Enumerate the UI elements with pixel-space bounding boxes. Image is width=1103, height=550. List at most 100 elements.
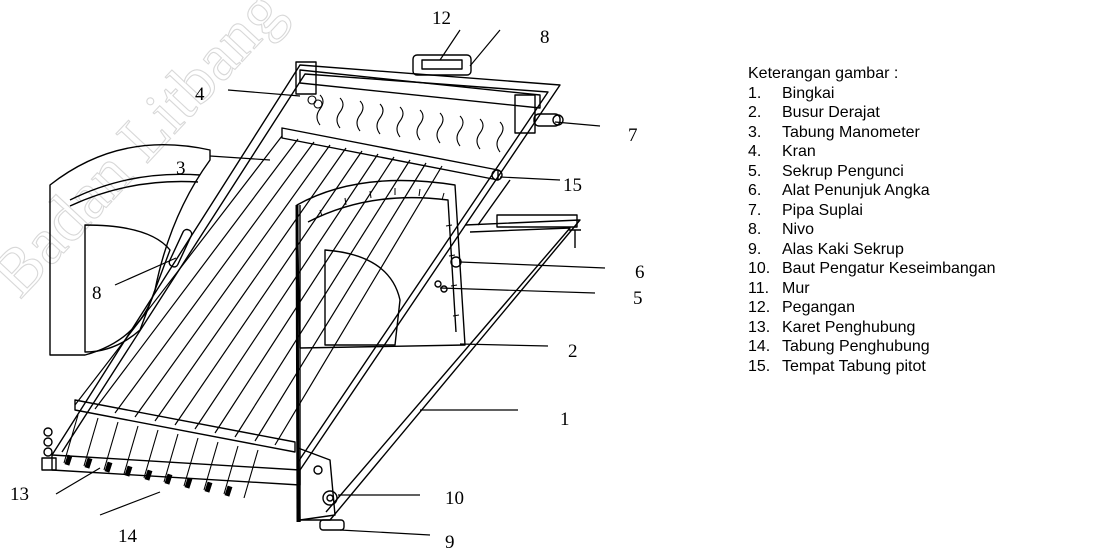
level-left	[168, 228, 193, 268]
legend-item-number: 7.	[748, 201, 762, 219]
connector-tubes	[63, 414, 259, 499]
legend-item-number: 11.	[748, 279, 770, 297]
callout-13: 13	[10, 484, 29, 505]
left-plate-arc-inner	[69, 180, 199, 207]
legend-item-label: Busur Derajat	[782, 104, 880, 121]
balance-bolt	[322, 490, 338, 506]
callout-2: 2	[568, 341, 578, 362]
level-bolt	[569, 229, 581, 248]
foot-bolt	[313, 465, 323, 475]
left-bottom-fittings	[41, 427, 57, 471]
top-bar	[299, 69, 541, 109]
callout-14: 14	[118, 526, 138, 547]
rubber-connectors	[64, 454, 233, 497]
legend-item-label: Alas Kaki Sekrup	[782, 240, 904, 258]
legend-item: 5. Sekrup Pengunci	[748, 162, 995, 182]
top-bar-right-block	[514, 94, 536, 134]
lock-screw-a	[434, 280, 442, 288]
legend-item-number: 3.	[748, 123, 762, 141]
legend-item: 4. Kran	[748, 142, 995, 162]
legend-item-number: 5.	[748, 162, 762, 180]
legend-item-label: Bingkai	[782, 84, 835, 102]
balance-bolt-inner	[326, 494, 334, 502]
leader-lines	[55, 29, 606, 536]
legend-item-number: 6.	[748, 182, 762, 199]
legend-item-number: 12.	[748, 299, 771, 316]
callout-7: 7	[628, 125, 638, 146]
protractor	[296, 179, 466, 349]
supply-pipe	[533, 113, 561, 127]
callout-5: 5	[633, 288, 643, 309]
legend-item-label: Tabung Manometer	[782, 123, 920, 141]
legend-item-number: 2.	[748, 104, 762, 121]
legend-item: 3. Tabung Manometer	[748, 123, 995, 143]
legend-item-label: Tempat Tabung pitot	[782, 357, 926, 375]
legend-item-label: Tabung Penghubung	[782, 338, 930, 355]
legend-item-number: 14.	[748, 338, 771, 355]
callout-4: 4	[195, 84, 205, 105]
callout-3: 3	[176, 158, 186, 179]
top-bar-left-block	[295, 61, 317, 95]
protractor-edge-thick	[295, 204, 300, 523]
legend-item-label: Baut Pengatur Keseimbangan	[782, 260, 996, 277]
legend: Keterangan gambar : 1. Bingkai 2. Busur De…	[748, 64, 995, 376]
legend-item: 7. Pipa Suplai	[748, 201, 995, 221]
legend-item: 10. Baut Pengatur Keseimbangan	[748, 259, 995, 279]
callout-15: 15	[563, 175, 582, 196]
frame-outline	[51, 64, 561, 471]
callout-6: 6	[635, 262, 645, 283]
left-plate-arc	[69, 173, 201, 201]
callout-8-left: 8	[92, 283, 102, 304]
manometer-tubes	[74, 135, 443, 446]
valve-row	[307, 94, 504, 153]
legend-item: 9. Alas Kaki Sekrup	[748, 240, 995, 260]
protractor-scale-arc	[307, 196, 457, 333]
pitot-holder-bar	[281, 127, 499, 181]
legend-item: 11. Mur	[748, 279, 995, 299]
legend-item-number: 15.	[748, 357, 771, 375]
legend-item: 2. Busur Derajat	[748, 103, 995, 123]
legend-item-number: 9.	[748, 240, 762, 258]
callout-10: 10	[445, 488, 464, 509]
legend-item-label: Sekrup Pengunci	[782, 162, 904, 180]
bottom-bar	[74, 399, 296, 453]
legend-item: 12. Pegangan	[748, 298, 995, 318]
legend-title: Keterangan gambar :	[748, 65, 899, 82]
legend-item-label: Karet Penghubung	[782, 318, 916, 336]
legend-item: 6. Alat Penunjuk Angka	[748, 181, 995, 201]
legend-item-number: 8.	[748, 221, 762, 238]
legend-item: 8. Nivo	[748, 220, 995, 240]
legend-item: 13. Karet Penghubung	[748, 318, 995, 338]
callout-8-top: 8	[540, 27, 550, 48]
legend-item-number: 10.	[748, 260, 771, 277]
legend-item-label: Nivo	[782, 221, 815, 238]
legend-item: 1. Bingkai	[748, 84, 995, 104]
legend-item-label: Mur	[782, 279, 810, 297]
supply-pipe-end	[552, 114, 564, 126]
callout-1: 1	[560, 409, 570, 430]
legend-list: 1. Bingkai 2. Busur Derajat 3. Tabung Manom…	[748, 84, 995, 377]
pitot-connector	[477, 179, 511, 226]
legend-item: 15. Tempat Tabung pitot	[748, 357, 995, 377]
legend-item: 14. Tabung Penghubung	[748, 337, 995, 357]
lock-screw-b	[440, 285, 448, 293]
legend-item-number: 1.	[748, 84, 762, 102]
legend-item-label: Alat Penunjuk Angka	[782, 182, 930, 199]
rear-block	[496, 214, 578, 228]
base-rail-inner	[325, 227, 571, 513]
legend-item-label: Pipa Suplai	[782, 201, 863, 219]
legend-item-label: Pegangan	[782, 299, 855, 316]
protractor-cutout	[324, 249, 401, 346]
foot-plate	[297, 447, 336, 521]
legend-item-number: 13.	[748, 318, 771, 336]
legend-item-number: 4.	[748, 143, 762, 160]
screw-foot	[319, 519, 345, 531]
base-rail	[300, 219, 581, 521]
legend-item-label: Kran	[782, 143, 816, 160]
callout-9: 9	[445, 532, 455, 550]
pitot-holder-end	[491, 169, 503, 181]
callout-12: 12	[432, 8, 451, 29]
protractor-ticks	[319, 188, 460, 317]
left-side-plate	[49, 143, 211, 356]
